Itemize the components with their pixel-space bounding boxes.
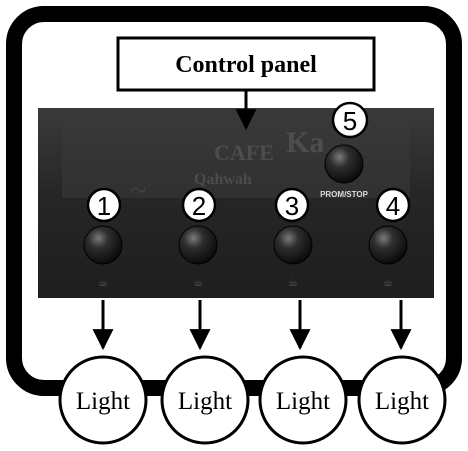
button-group-1: 1 ☕ — [83, 187, 123, 289]
light-3: Light — [258, 355, 348, 445]
start-stop-label: PROM/STOP — [320, 190, 369, 199]
number-badge-5: 5 — [331, 101, 369, 139]
cup-icon-4: ☕ — [383, 275, 394, 289]
page-title: Control panel — [175, 52, 317, 78]
button-1[interactable] — [83, 225, 123, 265]
light-2: Light — [160, 355, 250, 445]
button-group-2: 2 ☕ — [178, 187, 218, 289]
cup-icon-3: ☕ — [288, 275, 299, 289]
light-2-label: Light — [178, 388, 232, 415]
number-badge-3-label: 3 — [285, 191, 299, 221]
number-badge-2 — [181, 187, 217, 223]
number-badge-4-label: 4 — [386, 191, 400, 221]
number-badge-3 — [274, 187, 310, 223]
light-4-label: Light — [375, 388, 429, 415]
start-stop-button[interactable] — [324, 144, 364, 184]
panel-background-graphics: CAFE Ka Qahwah ~ — [130, 126, 324, 207]
light-1: Light — [58, 355, 148, 445]
button-3[interactable] — [273, 225, 313, 265]
button-group-3: 3 ☕ — [273, 187, 313, 289]
light-3-label: Light — [276, 388, 330, 415]
cup-icon-2: ☕ — [193, 275, 204, 289]
number-badge-2-label: 2 — [192, 191, 206, 221]
number-badge-1-label: 1 — [97, 191, 111, 221]
number-badge-5-label: 5 — [343, 106, 357, 136]
light-1-label: Light — [76, 388, 130, 415]
number-badge-1 — [86, 187, 122, 223]
panel-bg-cafe: CAFE — [214, 140, 274, 165]
button-group-4: 4 ☕ — [368, 187, 411, 289]
panel-bg-script: ~ — [130, 174, 146, 207]
button-2[interactable] — [178, 225, 218, 265]
button-4[interactable] — [368, 225, 408, 265]
cup-icon-1: ☕ — [98, 275, 109, 289]
panel-bg-brand: Ka — [286, 126, 324, 159]
light-4: Light — [357, 355, 447, 445]
title-box — [116, 36, 376, 92]
number-badge-4 — [375, 187, 411, 223]
panel-bg-qahwah: Qahwah — [194, 171, 252, 188]
